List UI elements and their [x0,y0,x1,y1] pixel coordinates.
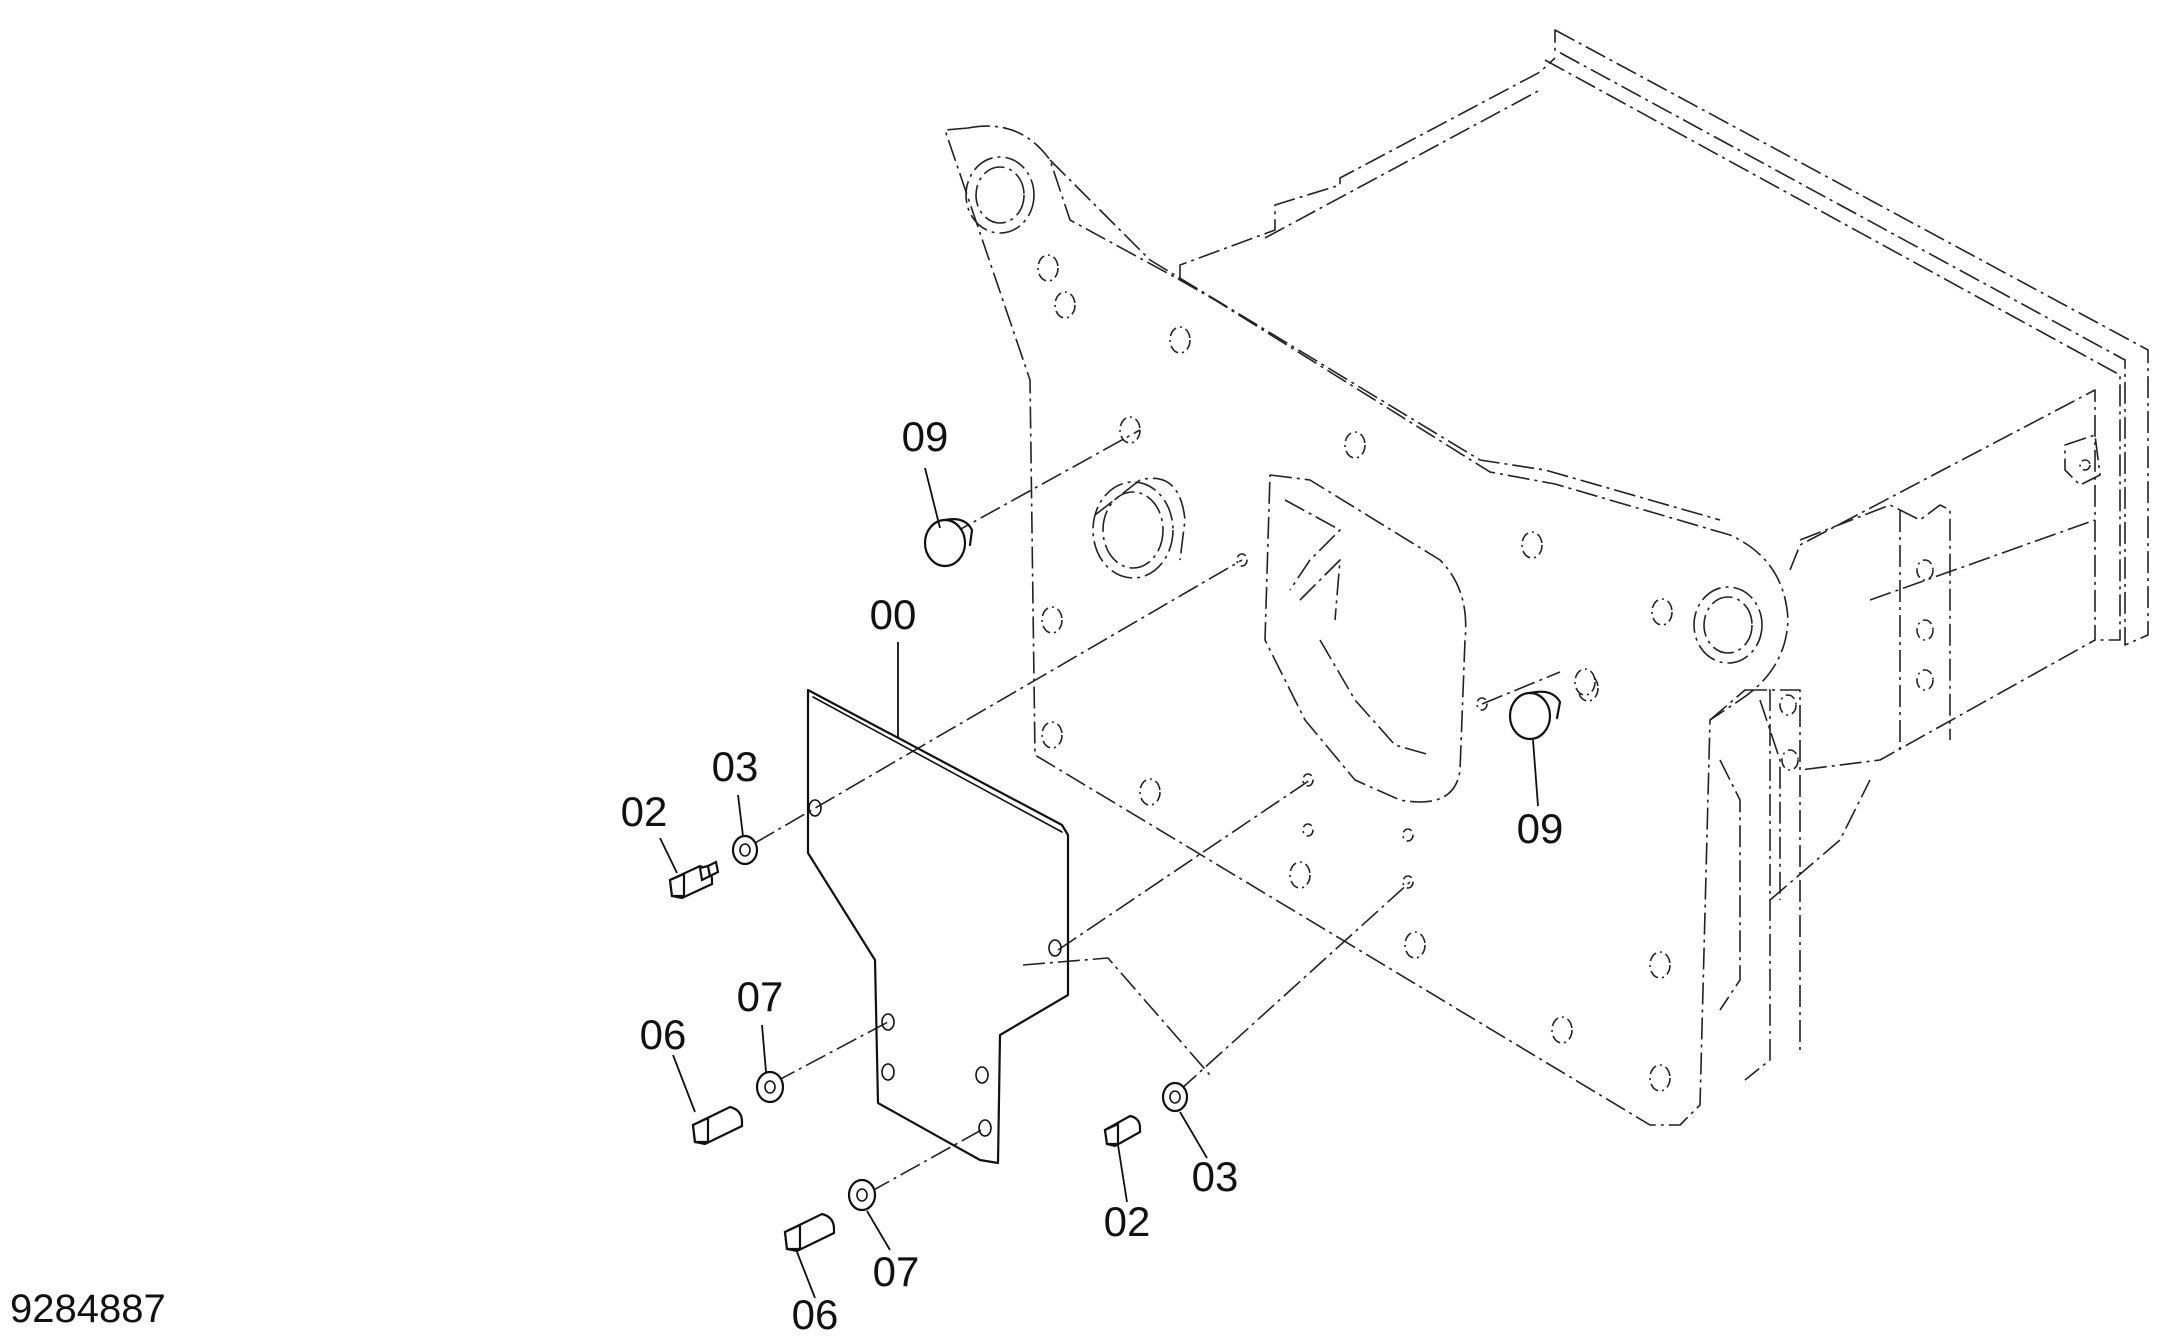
callout-02-upper: 02 [621,788,668,835]
callout-07-lower: 07 [873,1248,920,1295]
bushing-boss [1092,477,1186,579]
callout-03-upper: 03 [712,743,759,790]
centerline-plug-lower [1481,671,1561,705]
centerline-plate-lower [1022,957,1211,1076]
frame-side-plate [944,125,1789,1126]
centerline-07-lower [869,1127,986,1193]
plug-lower [1508,690,1562,741]
frame-bracket-hole [2079,459,2091,471]
callout-labels: 09 00 03 02 07 06 09 03 02 07 06 [621,413,1564,1338]
assembly-center-lines [754,429,1561,1193]
frame-right-inner [1799,504,1951,740]
frame-lower-right-2 [1719,699,1781,1011]
cover-plate [806,688,1070,1165]
washer-03-lower [1161,1081,1189,1113]
plug-upper [923,518,974,568]
centerline-07-upper [774,1021,889,1083]
frame-bracket [2064,434,2101,486]
leader-07-upper [761,1024,767,1073]
leader-lines [659,467,1539,1299]
callout-03-lower: 03 [1192,1153,1239,1200]
callout-07-upper: 07 [737,973,784,1020]
frame-rear-flange [1554,29,2149,646]
leader-09-lower [1532,739,1539,807]
callout-06-upper: 06 [640,1011,687,1058]
frame-assembly [944,29,2149,1126]
bolt-02-lower [1103,1114,1142,1148]
leader-02-upper [659,837,678,874]
bolt-06-upper [691,1105,744,1146]
frame-right-inner-2 [1869,510,2096,750]
frame-rear-flange-inner [1544,59,2121,641]
leader-02-lower [1117,1144,1128,1203]
centerline-plate-upper [754,559,1243,844]
washer-07-upper [755,1070,785,1104]
frame-top-rail [1179,57,1556,280]
leader-07-lower [866,1210,891,1251]
frame-window-inner [1284,499,1431,756]
frame-top-rail-inner [1264,89,1541,239]
frame-lower-right [1709,689,1871,1081]
bolt-02-upper [668,860,720,900]
centerline-plug-upper [949,429,1141,536]
leader-03-lower [1179,1111,1208,1159]
leader-09-upper [924,467,941,529]
centerline-washer-lower [1179,881,1411,1091]
callout-00: 00 [870,591,917,638]
leader-06-lower [796,1251,816,1299]
document-id: 9284887 [10,1287,166,1331]
bolt-06-lower [783,1212,836,1253]
frame-window [1264,474,1467,803]
pin-bore-upper [965,156,1035,234]
frame-bolt-holes [1037,254,1934,1092]
pin-bore-lower [1693,586,1763,664]
frame-plate-top-edge [1049,159,1721,521]
washer-03-upper [731,834,759,866]
centerline-plate-mid [1057,779,1311,951]
frame-right-box [1789,389,2096,771]
callout-06-lower: 06 [792,1291,839,1338]
callout-09-upper: 09 [902,413,949,460]
callout-02-lower: 02 [1104,1198,1151,1245]
leader-06-upper [672,1054,696,1113]
washer-07-lower [847,1178,877,1212]
leader-03-upper [737,794,744,837]
callout-09-lower: 09 [1517,805,1564,852]
